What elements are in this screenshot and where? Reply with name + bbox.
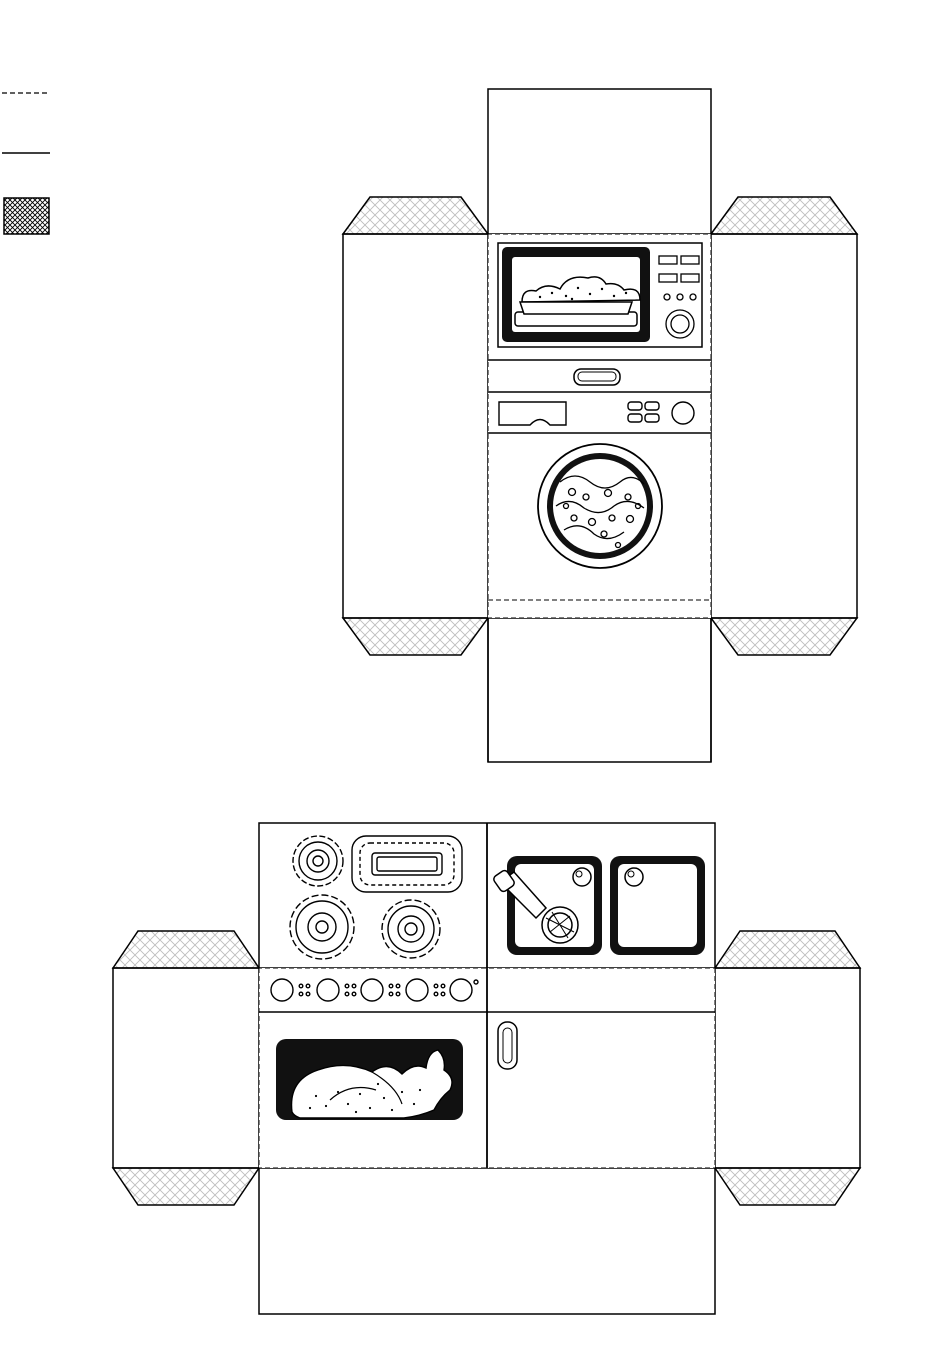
glue-flap-top-left bbox=[343, 197, 488, 234]
glue-area-swatch bbox=[4, 198, 49, 234]
burner bbox=[293, 836, 343, 886]
glue-flap-top-right bbox=[711, 197, 857, 234]
oven-window bbox=[276, 1039, 463, 1120]
glue-flap-top-right bbox=[715, 931, 860, 968]
double-sink bbox=[492, 856, 705, 955]
griddle bbox=[352, 836, 462, 892]
glue-flap-bottom-left bbox=[113, 1168, 259, 1205]
burner bbox=[382, 900, 440, 958]
stove-sink-template bbox=[113, 823, 860, 1314]
bottom-panel bbox=[488, 618, 711, 762]
washing-machine-door bbox=[538, 444, 662, 568]
glue-flap-bottom-right bbox=[711, 618, 857, 655]
legend bbox=[2, 93, 50, 234]
glue-flap-bottom-right bbox=[715, 1168, 860, 1205]
top-panel bbox=[488, 89, 711, 234]
side-panel-right bbox=[715, 968, 860, 1168]
glue-flap-bottom-left bbox=[343, 618, 488, 655]
cooktop bbox=[290, 836, 462, 959]
side-panel-right bbox=[711, 234, 857, 618]
side-panel-left bbox=[113, 968, 259, 1168]
bottom-panel bbox=[259, 1168, 715, 1314]
microwave-washer-template bbox=[343, 89, 857, 762]
burner bbox=[290, 895, 354, 959]
side-panel-left bbox=[343, 234, 488, 618]
glue-flap-top-left bbox=[113, 931, 259, 968]
